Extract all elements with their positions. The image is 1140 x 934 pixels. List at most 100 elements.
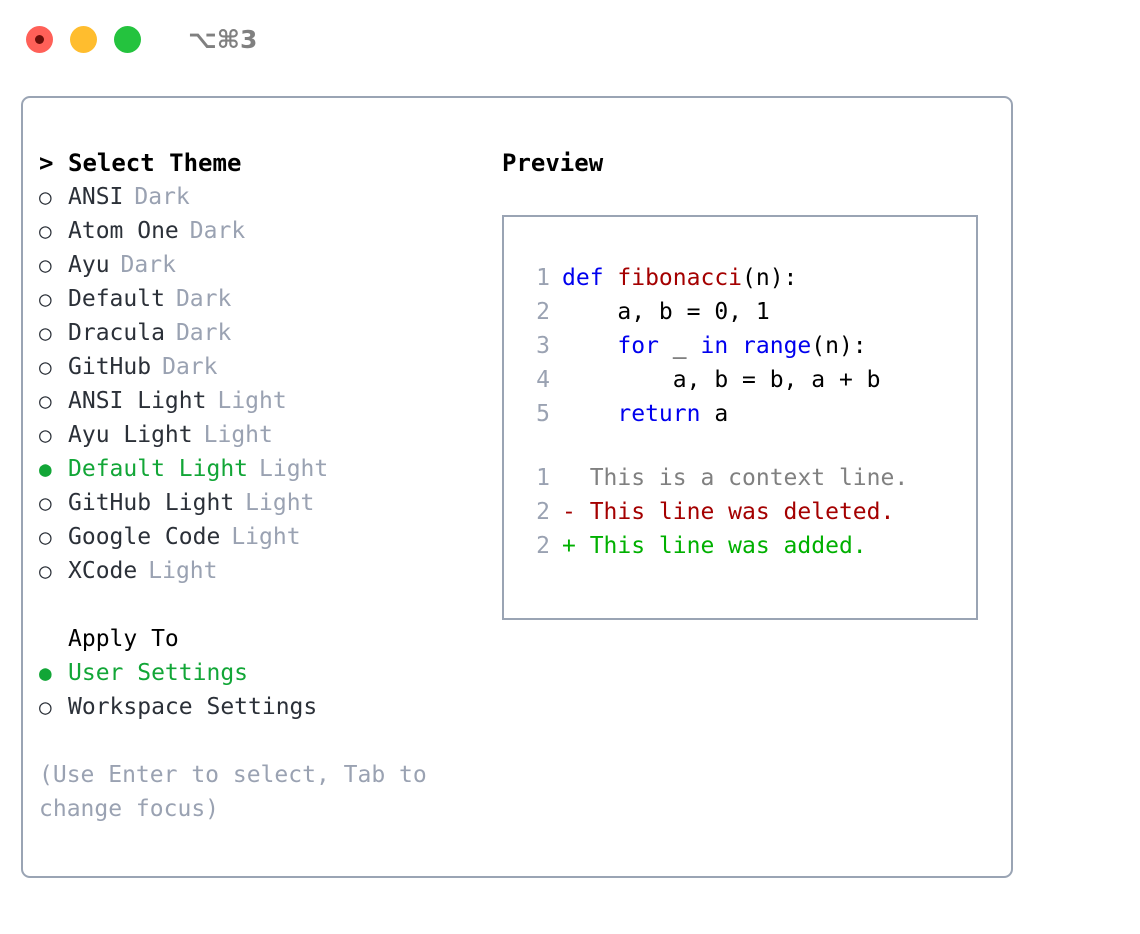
theme-option-ansi[interactable]: ○ ANSI Dark <box>39 180 469 214</box>
radio-unselected-icon: ○ <box>39 219 52 243</box>
theme-option-label: Default <box>68 286 165 312</box>
theme-variant-tag: Dark <box>175 320 232 346</box>
code-line: 4 a, b = b, a + b <box>522 363 976 397</box>
theme-variant-tag: Dark <box>162 354 218 380</box>
apply-to-option-label: Workspace Settings <box>68 694 318 720</box>
token-txt: _ <box>658 333 701 359</box>
radio-unselected-icon: ○ <box>39 695 52 719</box>
theme-option-label: Ayu Light <box>68 422 193 448</box>
line-number: 2 <box>536 299 550 325</box>
theme-option-label: XCode <box>68 558 138 584</box>
radio-unselected-icon: ○ <box>39 253 52 277</box>
select-theme-title: Select Theme <box>68 149 242 177</box>
radio-selected-icon: ● <box>39 661 52 685</box>
line-number: 5 <box>536 401 550 427</box>
radio-unselected-icon: ○ <box>39 389 52 413</box>
code-line: 3 for _ in range(n): <box>522 329 976 363</box>
close-button[interactable] <box>26 25 53 53</box>
radio-unselected-icon: ○ <box>39 559 52 583</box>
theme-option-ayu-light[interactable]: ○ Ayu Light Light <box>39 418 469 452</box>
diff-line: 1 This is a context line. <box>522 461 976 495</box>
line-number: 3 <box>536 333 550 359</box>
line-number: 4 <box>536 367 550 393</box>
radio-unselected-icon: ○ <box>39 423 52 447</box>
apply-to-option-label: User Settings <box>68 660 249 686</box>
code-diff-gap <box>522 431 976 461</box>
radio-unselected-icon: ○ <box>39 355 52 379</box>
apply-to-list: ● User Settings ○ Workspace Settings <box>39 656 469 724</box>
radio-selected-icon: ● <box>39 457 52 481</box>
radio-unselected-icon: ○ <box>39 287 52 311</box>
theme-option-label: Atom One <box>68 218 179 244</box>
token-txt: (n): <box>811 333 867 359</box>
select-theme-header: > Select Theme <box>39 146 469 180</box>
code-line: 5 return a <box>522 397 976 431</box>
token-kw: in range <box>700 333 812 359</box>
diff-line: 2 + This line was added. <box>522 529 976 563</box>
token-txt: a <box>700 401 729 427</box>
keyboard-hint-text: (Use Enter to select, Tab to change focu… <box>39 762 441 822</box>
token-txt: (n): <box>742 265 798 291</box>
apply-to-option-user-settings[interactable]: ● User Settings <box>39 656 469 690</box>
code-content: a, b = b, a + b <box>562 363 881 397</box>
token-fn: fibonacci <box>617 265 743 291</box>
diff-content-del: - This line was deleted. <box>562 499 895 525</box>
theme-variant-tag: Dark <box>134 184 190 210</box>
theme-option-xcode[interactable]: ○ XCode Light <box>39 554 469 588</box>
diff-line: 2 - This line was deleted. <box>522 495 976 529</box>
line-number: 2 <box>536 499 550 525</box>
code-content: for _ in range(n): <box>562 329 867 363</box>
token-kw: def <box>562 265 618 291</box>
theme-option-label: Google Code <box>68 524 221 550</box>
apply-to-header: Apply To <box>68 626 179 652</box>
code-content: return a <box>562 397 728 431</box>
line-number: 2 <box>536 533 550 559</box>
token-txt <box>562 401 617 427</box>
theme-option-label: GitHub <box>68 354 152 380</box>
theme-variant-tag: Light <box>245 490 315 516</box>
token-txt <box>562 333 617 359</box>
radio-unselected-icon: ○ <box>39 491 52 515</box>
list-spacer <box>39 588 469 622</box>
token-kw: return <box>617 401 701 427</box>
theme-variant-tag: Light <box>148 558 218 584</box>
theme-option-label: ANSI <box>68 184 124 210</box>
theme-option-label: ANSI Light <box>68 388 207 414</box>
theme-variant-tag: Light <box>203 422 273 448</box>
theme-option-label: GitHub Light <box>68 490 235 516</box>
selection-caret-icon: > <box>39 149 54 177</box>
minimize-button[interactable] <box>70 25 97 53</box>
radio-unselected-icon: ○ <box>39 185 52 209</box>
radio-unselected-icon: ○ <box>39 525 52 549</box>
diff-content-ctx: This is a context line. <box>562 465 909 491</box>
theme-option-ansi-light[interactable]: ○ ANSI Light Light <box>39 384 469 418</box>
hint-spacer <box>39 724 469 758</box>
token-txt: a, b = 0, 1 <box>562 299 770 325</box>
apply-to-option-workspace-settings[interactable]: ○ Workspace Settings <box>39 690 469 724</box>
maximize-button[interactable] <box>114 25 141 53</box>
preview-title: Preview <box>502 149 604 177</box>
token-kw: for <box>617 333 659 359</box>
diff-content-add: + This line was added. <box>562 533 867 559</box>
line-number: 1 <box>536 265 550 291</box>
code-line: 1 def fibonacci(n): <box>522 261 976 295</box>
theme-variant-tag: Light <box>217 388 287 414</box>
window-titlebar: ⌥⌘3 <box>0 0 1140 78</box>
theme-option-github-light[interactable]: ○ GitHub Light Light <box>39 486 469 520</box>
keyboard-shortcut-label: ⌥⌘3 <box>188 24 258 54</box>
line-number: 1 <box>536 465 550 491</box>
theme-option-github[interactable]: ○ GitHub Dark <box>39 350 469 384</box>
